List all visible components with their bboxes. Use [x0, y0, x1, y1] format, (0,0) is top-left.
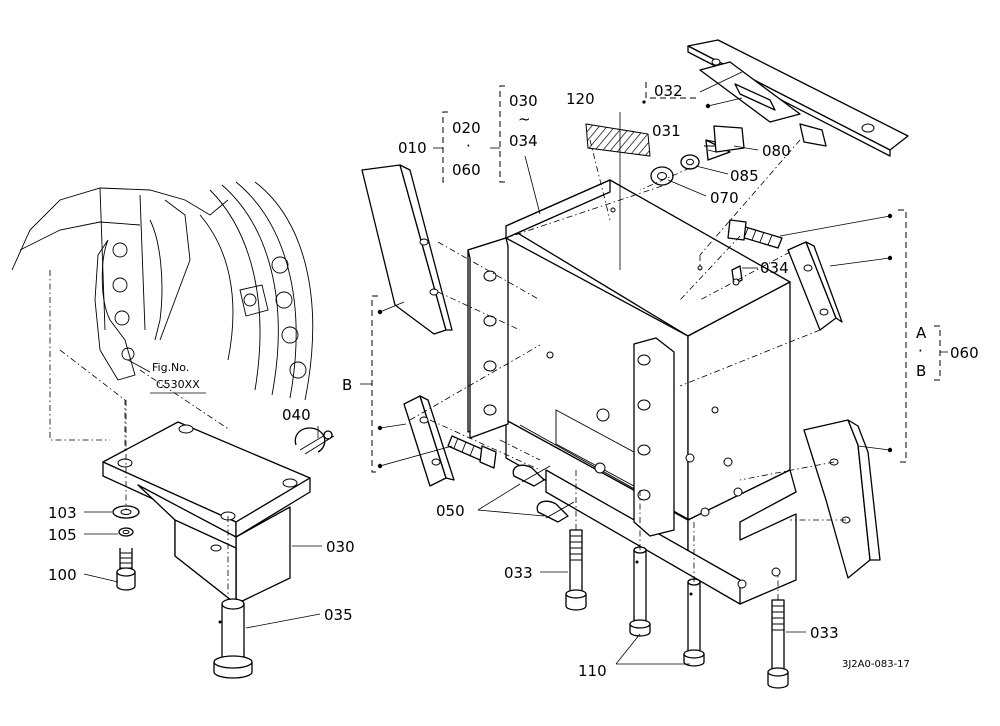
label-leaders — [83, 71, 806, 665]
bolt-033-left — [565, 529, 587, 611]
bolt-033-right — [767, 599, 789, 689]
lynch-pins-050 — [512, 464, 575, 523]
pins-110 — [629, 546, 705, 667]
engine-context-drawing — [11, 181, 314, 470]
label-032: 032 — [654, 82, 683, 100]
mount-bracket-030 — [102, 421, 311, 605]
label-033-left: 033 — [504, 564, 533, 582]
label-010: 010 — [398, 139, 427, 157]
group-bracket-030-034 — [490, 85, 505, 183]
label-100: 100 — [48, 566, 77, 584]
label-040: 040 — [282, 406, 311, 424]
bolt-B-lower — [447, 435, 497, 469]
pin-035 — [213, 598, 253, 679]
label-035: 035 — [324, 606, 353, 624]
bolt-080-stack — [650, 125, 745, 186]
label-020: 020 — [452, 119, 481, 137]
weight-B-upper — [361, 164, 453, 335]
bolt-stack-left — [112, 400, 140, 591]
label-031: 031 — [652, 122, 681, 140]
ref-line-1: Fig.No. — [152, 361, 189, 374]
bolt-A-upper — [727, 219, 783, 249]
weight-A-upper — [787, 241, 843, 331]
label-080: 080 — [762, 142, 791, 160]
label-B: B — [916, 362, 926, 380]
label-A-sep: · — [918, 342, 923, 360]
label-034-group: 034 — [509, 132, 538, 150]
assembly-dash-lines — [409, 139, 846, 600]
group-bracket-A-B-right — [898, 209, 948, 463]
drawing-code: 3J2A0-083-17 — [842, 659, 910, 670]
label-103: 103 — [48, 504, 77, 522]
label-120: 120 — [566, 90, 595, 108]
label-033-right: 033 — [810, 624, 839, 642]
label-030-left: 030 — [326, 538, 355, 556]
weight-B-lower — [403, 395, 455, 487]
figure-reference-box[interactable]: Fig.No. C530XX — [127, 359, 206, 394]
label-060-group: 060 — [452, 161, 481, 179]
label-030-tilde: ~ — [518, 110, 531, 128]
label-050: 050 — [436, 502, 465, 520]
label-034: 034 — [760, 259, 789, 277]
group-bracket-010 — [433, 111, 448, 183]
front-bracket-main — [467, 179, 797, 605]
label-105: 105 — [48, 526, 77, 544]
label-A: A — [916, 324, 927, 342]
label-110: 110 — [578, 662, 607, 680]
label-plate-031 — [585, 123, 651, 157]
bracket-leaders — [379, 82, 891, 467]
label-020-sep: · — [466, 137, 471, 155]
label-B-left: B — [342, 376, 352, 394]
group-bracket-B-left — [360, 295, 378, 473]
label-070: 070 — [710, 189, 739, 207]
ref-line-2: C530XX — [156, 378, 200, 391]
part-labels: 010 020 · 060 030 ~ 034 120 031 032 080 … — [48, 82, 979, 680]
label-060: 060 — [950, 344, 979, 362]
weight-A-lower — [803, 419, 881, 579]
lynch-pin-040 — [294, 427, 335, 455]
label-085: 085 — [730, 167, 759, 185]
bolt-034-small — [731, 265, 743, 286]
label-030: 030 — [509, 92, 538, 110]
